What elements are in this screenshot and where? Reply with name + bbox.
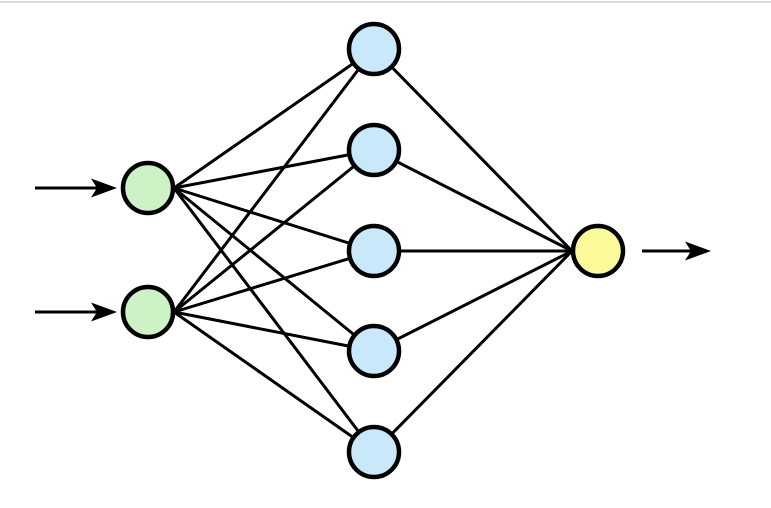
edge-i1-h2 <box>173 148 375 190</box>
edge-h2-o1 <box>373 148 573 253</box>
input-arrow-2-head <box>91 302 117 322</box>
input-node-2 <box>120 284 176 340</box>
edge-i1-h4 <box>173 186 375 353</box>
output-arrow-head <box>685 241 711 261</box>
hidden-node-4 <box>346 323 402 379</box>
edge-h5-o1 <box>372 249 574 454</box>
edge-i2-h1 <box>172 48 376 313</box>
hidden-node-3 <box>346 223 402 279</box>
edge-i2-h2 <box>173 148 375 314</box>
hidden-node-2 <box>346 122 402 178</box>
hidden-node-5 <box>346 424 402 480</box>
output-node <box>570 223 626 279</box>
edge-i1-h1 <box>173 47 375 190</box>
edge-i1-h3 <box>173 186 375 253</box>
input-node-1 <box>120 160 176 216</box>
input-arrow-1-head <box>91 178 117 198</box>
edge-h4-o1 <box>373 249 573 353</box>
hidden-node-1 <box>346 21 402 77</box>
edge-i2-h3 <box>173 249 375 314</box>
edge-i2-h5 <box>173 310 375 454</box>
edge-h1-o1 <box>372 47 574 253</box>
edge-i1-h5 <box>172 187 376 453</box>
edge-i2-h4 <box>173 310 375 353</box>
top-border-line <box>0 1 771 3</box>
